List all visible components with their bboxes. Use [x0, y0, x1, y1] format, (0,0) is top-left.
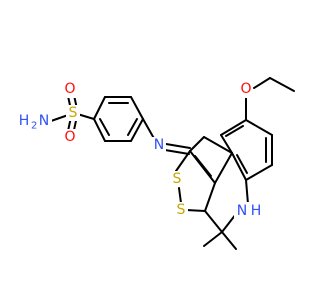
bond-c4-me2 [221, 231, 237, 250]
nh2-subscript-label: 2 [31, 121, 37, 132]
sulfonyl-o-bottom-label: O [64, 129, 75, 145]
molecule-diagram: H 2 N S O O N O S S N H [19, 77, 295, 250]
bond-s1-s2 [178, 187, 182, 204]
bond-c1-c9b [189, 136, 205, 152]
bond-c3a-c9a-dummy [214, 152, 233, 184]
bond-ch2-ch3 [269, 77, 295, 92]
bond-ph-3 [130, 96, 144, 120]
structure-canvas: H 2 N S O O N O S S N H [19, 77, 295, 250]
bond-layer [50, 77, 295, 250]
bond-c9b-c9a [203, 136, 233, 154]
imine-n-label: N [154, 137, 164, 153]
bond-bz-inner-2 [225, 125, 244, 137]
dithiole-s2-label: S [177, 202, 186, 218]
bond-ph-inner-2 [127, 118, 138, 136]
bond-bz-2 [245, 164, 273, 181]
sulfonyl-o-top-label: O [64, 81, 75, 97]
bond-c4-me1 [203, 231, 223, 247]
bond-bz-inner-3 [236, 154, 248, 174]
bond-bz-6 [220, 134, 233, 154]
ether-o-label: O [240, 81, 251, 97]
sulfonyl-s-label: S [69, 105, 78, 121]
bond-c3a-c1-inner [194, 155, 212, 177]
bond-n-c1-b [164, 149, 190, 155]
amine-n-label: N [237, 203, 247, 219]
atom-layer: H 2 N S O O N O S S N H [19, 81, 262, 220]
nh2-h-label: H [19, 113, 30, 129]
bond-c4-n5 [221, 213, 237, 233]
bond-ph-1 [93, 96, 106, 120]
dithiole-s1-label: S [173, 171, 182, 187]
bond-n5-c5a [245, 179, 249, 205]
bond-bz-4 [245, 119, 273, 136]
bond-c3-c4 [204, 210, 223, 233]
bond-bz-5 [220, 119, 247, 136]
bond-c3-c3a [204, 182, 216, 212]
bond-c1-s1 [175, 150, 191, 172]
bond-c3a-c1 [189, 150, 216, 184]
nh2-n-label: N [39, 113, 49, 129]
amine-h-label: H [251, 203, 262, 219]
bond-ph-6 [93, 118, 106, 142]
bond-ph-4 [130, 118, 144, 142]
bond-ph-inner-3 [99, 118, 110, 136]
bond-s2-c3 [185, 209, 206, 212]
bond-bz-1 [231, 152, 247, 181]
bond-o-ch2 [253, 77, 271, 89]
bond-n-c1-a [165, 143, 191, 149]
